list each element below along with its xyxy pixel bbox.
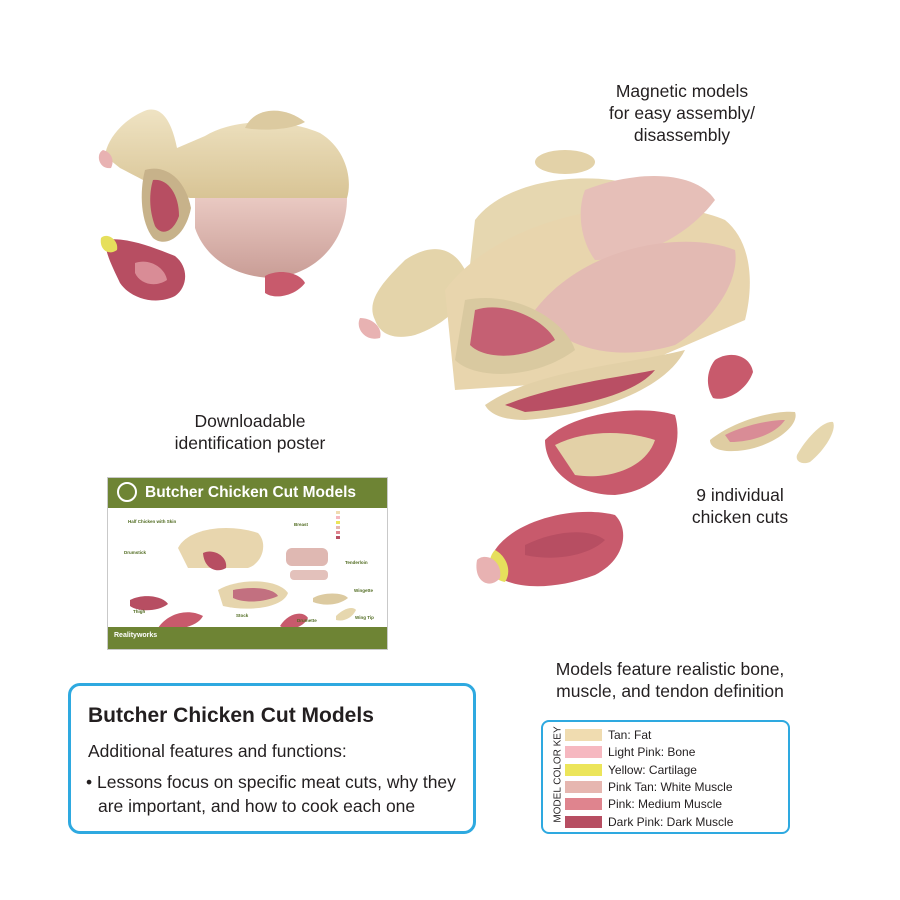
poster-title: Butcher Chicken Cut Models [145, 484, 356, 501]
poster-label-breast: Breast [294, 522, 309, 527]
color-swatch [565, 763, 602, 776]
magnetic-caption-line: disassembly [633, 125, 731, 145]
poster-label-tenderloin: Tenderloin [345, 560, 368, 565]
color-swatch [565, 780, 602, 793]
poster-label-drumette: Drumette [297, 618, 317, 623]
color-key-label: Tan: Fat [608, 728, 652, 742]
info-bullet: • Lessons focus on specific meat cuts, w… [86, 772, 456, 816]
color-swatch [565, 798, 602, 811]
poster-caption-line: Downloadable [194, 411, 306, 431]
color-swatch [565, 815, 602, 828]
exploded-chicken-model [358, 150, 834, 587]
color-key-label: Dark Pink: Dark Muscle [608, 814, 734, 829]
poster-label-drumstick: Drumstick [124, 550, 147, 555]
color-key-label: Light Pink: Bone [608, 745, 696, 760]
magnetic-caption-line: for easy assembly/ [609, 103, 755, 123]
poster-label-half: Half Chicken with Skin [128, 519, 177, 524]
poster-header: Butcher Chicken Cut Models [108, 478, 387, 508]
info-subtitle: Additional features and functions: [88, 741, 347, 761]
cuts-caption-line: 9 individual [696, 485, 784, 505]
realistic-caption: Models feature realistic bone, muscle, a… [520, 658, 820, 702]
poster-label-wingtip: Wing Tip [355, 615, 374, 620]
poster-label-stock: Stock [236, 613, 249, 618]
color-swatch [565, 746, 602, 759]
realistic-caption-line: muscle, and tendon definition [556, 681, 784, 701]
color-key-title: MODEL COLOR KEY [552, 726, 564, 823]
color-key-label: Pink Tan: White Muscle [608, 779, 733, 794]
features-info-box: Butcher Chicken Cut Models Additional fe… [68, 683, 476, 834]
identification-poster[interactable]: Butcher Chicken Cut Models Half Chicken … [107, 477, 388, 650]
poster-footer-brand: Realityworks [114, 632, 158, 639]
magnetic-caption: Magnetic models for easy assembly/ disas… [582, 80, 782, 146]
poster-label-wingette: Wingette [354, 588, 373, 593]
assembled-chicken-model [98, 109, 349, 301]
color-key-label: Yellow: Cartilage [608, 762, 697, 777]
cuts-caption-line: chicken cuts [691, 507, 789, 527]
color-key-label: Pink: Medium Muscle [608, 797, 723, 812]
poster-illustration [130, 511, 356, 628]
poster-label-thigh: Thigh [133, 609, 146, 614]
poster-footer: Realityworks [108, 627, 387, 649]
color-swatch [565, 729, 602, 741]
magnetic-caption-line: Magnetic models [615, 81, 749, 101]
poster-caption-line: identification poster [174, 433, 326, 453]
cuts-caption: 9 individual chicken cuts [660, 484, 820, 528]
info-title: Butcher Chicken Cut Models [88, 704, 374, 727]
poster-caption: Downloadable identification poster [150, 410, 350, 454]
chicken-logo-icon [117, 482, 137, 502]
realistic-caption-line: Models feature realistic bone, [555, 659, 785, 679]
